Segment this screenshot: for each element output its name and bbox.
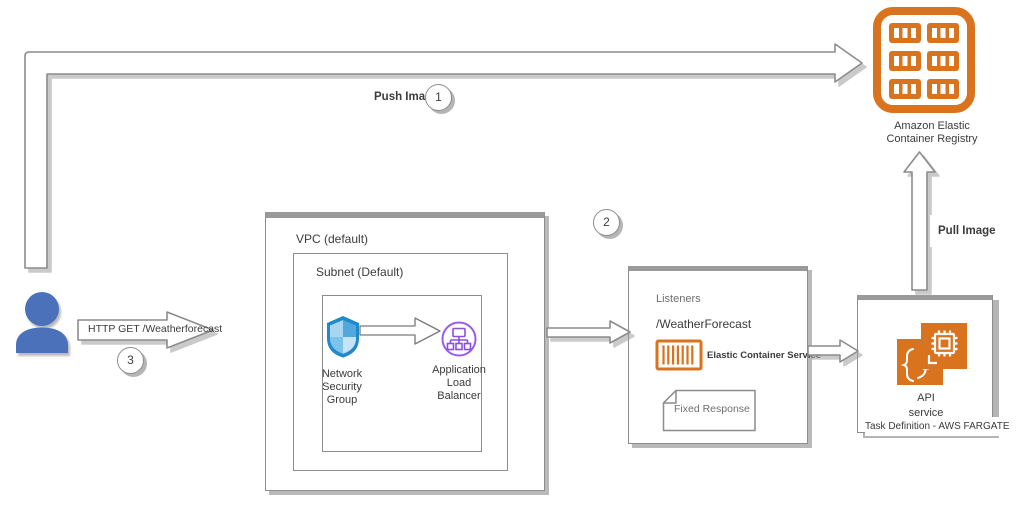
step-2-badge: 2	[593, 209, 620, 236]
http-get-arrow	[77, 311, 214, 349]
container-registry-icon	[873, 7, 975, 113]
push-image-arrow	[24, 43, 863, 269]
vpc-box: VPC (default) Subnet (Default) Network S…	[265, 212, 545, 491]
alb-to-listeners-arrow	[546, 320, 631, 344]
ecs-label: Elastic Container Service	[707, 350, 822, 361]
document-icon	[662, 389, 756, 432]
user-icon	[8, 285, 76, 355]
subnet-box: Subnet (Default) Network Security Group	[293, 253, 508, 471]
step-3-badge: 3	[117, 347, 144, 374]
listeners-box: Listeners /WeatherForecast Elastic Conta…	[628, 266, 821, 444]
alb-label: Application Load Balancer	[432, 364, 486, 402]
http-get-label: HTTP GET /Weatherforecast	[88, 323, 223, 335]
listeners-title: Listeners	[656, 293, 701, 305]
fargate-task-icon	[897, 323, 967, 385]
fixed-response-label: Fixed Response	[674, 403, 750, 415]
task-definition-label: Task Definition - AWS FARGATE	[865, 417, 1009, 436]
security-group-box: Network Security Group App	[322, 295, 486, 452]
subnet-title: Subnet (Default)	[316, 265, 404, 279]
vpc-title: VPC (default)	[296, 232, 369, 246]
api-service-label: API service	[908, 392, 944, 419]
nsg-label: Network Security Group	[321, 368, 363, 406]
step-1-badge: 1	[425, 84, 452, 111]
registry-label: Amazon Elastic Container Registry	[886, 120, 978, 145]
load-balancer-icon	[441, 321, 477, 357]
pull-image-label: Pull Image	[930, 215, 1017, 247]
route-label: /WeatherForecast	[656, 317, 752, 331]
api-service-box: API service Task Definition - AWS FARGAT…	[857, 295, 1009, 436]
listeners-to-api-arrow	[807, 339, 859, 363]
container-icon	[655, 339, 703, 371]
nsg-to-alb-arrow	[359, 317, 441, 345]
pull-image-arrow	[903, 151, 936, 291]
security-shield-icon	[327, 316, 359, 358]
